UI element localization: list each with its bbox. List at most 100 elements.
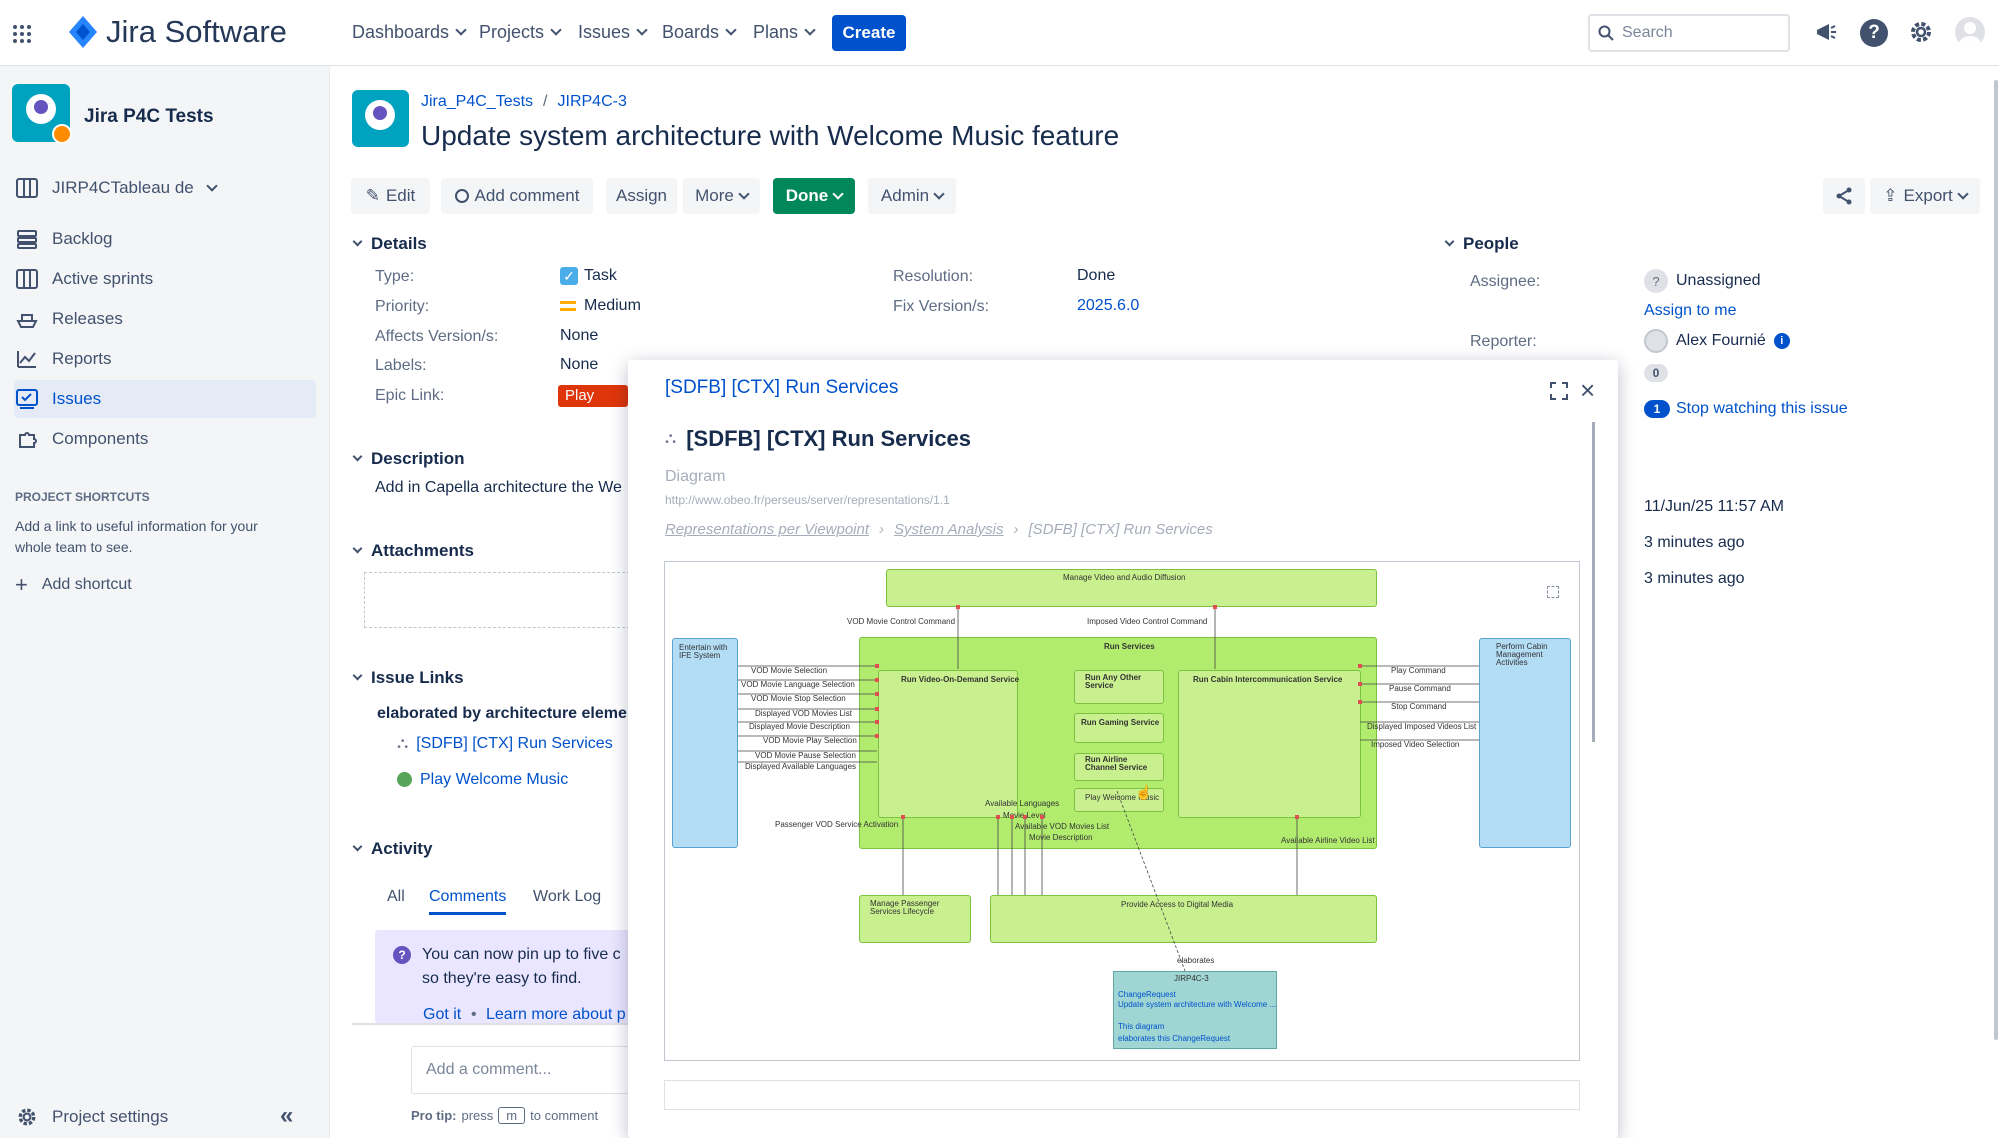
crumb-viewpoint[interactable]: Representations per Viewpoint — [665, 521, 870, 538]
watchers-count[interactable]: 1 — [1644, 400, 1670, 418]
nav-issues[interactable]: Issues — [578, 22, 648, 43]
function-manage-video-audio[interactable]: Manage Video and Audio Diffusion — [886, 569, 1377, 607]
help-icon[interactable]: ? — [1860, 19, 1888, 47]
issue-link-run-services[interactable]: ⛬[SDFB] [CTX] Run Services — [397, 735, 613, 752]
nav-projects[interactable]: Projects — [479, 22, 562, 43]
search-input[interactable]: Search — [1588, 14, 1790, 52]
comment-input[interactable]: Add a comment... — [411, 1046, 630, 1094]
diagram-canvas[interactable]: Manage Video and Audio Diffusion Enterta… — [664, 561, 1580, 1061]
attachments-heading[interactable]: Attachments — [352, 541, 474, 561]
issue-link-play-welcome-music[interactable]: Play Welcome Music — [397, 771, 568, 789]
edit-button[interactable]: ✎Edit — [351, 178, 430, 214]
status-done-button[interactable]: Done — [773, 178, 855, 214]
sidebar-item-backlog[interactable]: Backlog — [14, 220, 316, 258]
function-passenger-lifecycle[interactable]: Manage Passenger Services Lifecycle — [859, 895, 971, 943]
expand-icon[interactable] — [1550, 382, 1568, 400]
updated-date: 3 minutes ago — [1644, 534, 1745, 551]
flow-right-2: Stop Command — [1391, 702, 1447, 711]
gear-icon — [18, 1108, 36, 1126]
reporter-value[interactable]: Alex Fournié i — [1644, 329, 1790, 353]
product-name: Jira Software — [106, 14, 287, 49]
flow-right-3: Displayed Imposed Videos List — [1367, 722, 1477, 731]
jira-logo[interactable]: Jira Software — [68, 14, 287, 50]
share-button[interactable] — [1823, 178, 1865, 214]
description-heading[interactable]: Description — [352, 449, 465, 469]
got-it-link[interactable]: Got it — [423, 1006, 462, 1023]
function-run-other[interactable]: Run Any Other Service — [1074, 670, 1164, 704]
changerequest-note[interactable]: JIRP4C-3 ChangeRequest Update system arc… — [1113, 971, 1277, 1049]
function-run-cabin-intercom[interactable]: Run Cabin Intercommunication Service — [1178, 670, 1361, 818]
popup-footer-field[interactable] — [664, 1080, 1580, 1110]
description-text[interactable]: Add in Capella architecture the We — [375, 479, 622, 496]
issue-links-heading[interactable]: Issue Links — [352, 668, 464, 688]
app-switcher-icon[interactable] — [10, 22, 34, 46]
actor-entertain-ife[interactable]: Entertain with IFE System — [672, 638, 738, 848]
attachments-dropzone[interactable] — [364, 572, 630, 628]
export-button[interactable]: ⇪Export — [1870, 178, 1980, 214]
sidebar-item-issues[interactable]: Issues — [14, 380, 316, 418]
function-run-gaming[interactable]: Run Gaming Service — [1074, 713, 1164, 743]
backlog-icon — [17, 230, 37, 249]
add-comment-button[interactable]: Add comment — [441, 178, 593, 214]
more-button[interactable]: More — [683, 178, 760, 214]
epic-link-label: Epic Link: — [375, 387, 445, 404]
assign-to-me-link[interactable]: Assign to me — [1644, 302, 1737, 319]
assign-button[interactable]: Assign — [606, 178, 677, 214]
priority-label: Priority: — [375, 298, 430, 315]
activity-tab-comments[interactable]: Comments — [429, 888, 507, 915]
create-button[interactable]: Create — [832, 15, 906, 51]
type-label: Type: — [375, 268, 415, 285]
flow-bottom-5: Available Airline Video List — [1281, 836, 1375, 845]
activity-tab-all[interactable]: All — [387, 888, 405, 905]
learn-more-link[interactable]: Learn more about p — [486, 1006, 626, 1023]
popup-header-title[interactable]: [SDFB] [CTX] Run Services — [665, 377, 899, 398]
notifications-megaphone-icon[interactable] — [1812, 18, 1840, 46]
collapse-sidebar-icon[interactable]: « — [280, 1102, 294, 1129]
comment-icon — [454, 189, 469, 203]
diagram-fullscreen-icon[interactable] — [1547, 586, 1559, 598]
breadcrumb-project[interactable]: Jira_P4C_Tests — [421, 93, 534, 110]
close-icon[interactable]: × — [1580, 375, 1596, 405]
page-scrollbar[interactable] — [1994, 80, 1998, 1040]
votes-count[interactable]: 0 — [1644, 364, 1668, 382]
nav-boards[interactable]: Boards — [662, 22, 737, 43]
project-avatar[interactable] — [12, 84, 72, 144]
function-run-services[interactable]: Run Services Run Video-On-Demand Service… — [859, 637, 1377, 849]
popup-scrollbar[interactable] — [1592, 422, 1595, 742]
share-icon — [1836, 187, 1852, 205]
stop-watching-link[interactable]: Stop watching this issue — [1676, 400, 1848, 417]
fix-version-value[interactable]: 2025.6.0 — [1077, 297, 1140, 314]
activity-tab-work-log[interactable]: Work Log — [533, 888, 602, 905]
function-run-airline[interactable]: Run Airline Channel Service — [1074, 753, 1164, 781]
breadcrumb-issue-key[interactable]: JIRP4C-3 — [557, 93, 627, 110]
avatar-body — [1959, 36, 1981, 47]
settings-gear-icon[interactable] — [1907, 18, 1935, 46]
board-selector[interactable]: JIRP4CTableau de — [16, 178, 218, 198]
profile-avatar[interactable] — [1955, 17, 1985, 47]
sidebar-item-components[interactable]: Components — [14, 420, 316, 458]
function-play-welcome-music[interactable]: Play Welcome Music — [1074, 788, 1164, 812]
issue-title[interactable]: Update system architecture with Welcome … — [421, 120, 1120, 151]
sidebar-item-active-sprints[interactable]: Active sprints — [14, 260, 316, 298]
actor-cabin-management[interactable]: Perform Cabin Management Activities — [1479, 638, 1571, 848]
function-run-vod[interactable]: Run Video-On-Demand Service — [878, 670, 1019, 818]
project-settings-link[interactable]: Project settings — [16, 1106, 168, 1128]
project-name[interactable]: Jira P4C Tests — [84, 106, 214, 127]
sidebar-item-releases[interactable]: Releases — [14, 300, 316, 338]
nav-dashboards[interactable]: Dashboards — [352, 22, 467, 43]
board-icon — [16, 269, 38, 289]
flow-elaborates: elaborates — [1177, 956, 1215, 965]
sidebar-item-reports[interactable]: Reports — [14, 340, 316, 378]
priority-medium-icon — [560, 301, 576, 311]
epic-link-lozenge[interactable]: Play "We — [558, 385, 628, 407]
activity-heading[interactable]: Activity — [352, 839, 432, 859]
assignee-value[interactable]: ? Unassigned — [1644, 269, 1761, 293]
reporter-label: Reporter: — [1470, 333, 1537, 350]
details-heading[interactable]: Details — [352, 234, 427, 254]
function-digital-media[interactable]: Provide Access to Digital Media — [990, 895, 1377, 943]
nav-plans[interactable]: Plans — [753, 22, 816, 43]
crumb-system-analysis[interactable]: System Analysis — [894, 521, 1004, 538]
people-heading[interactable]: People — [1444, 234, 1519, 254]
admin-button[interactable]: Admin — [868, 178, 956, 214]
add-shortcut-link[interactable]: +Add shortcut — [15, 572, 132, 597]
